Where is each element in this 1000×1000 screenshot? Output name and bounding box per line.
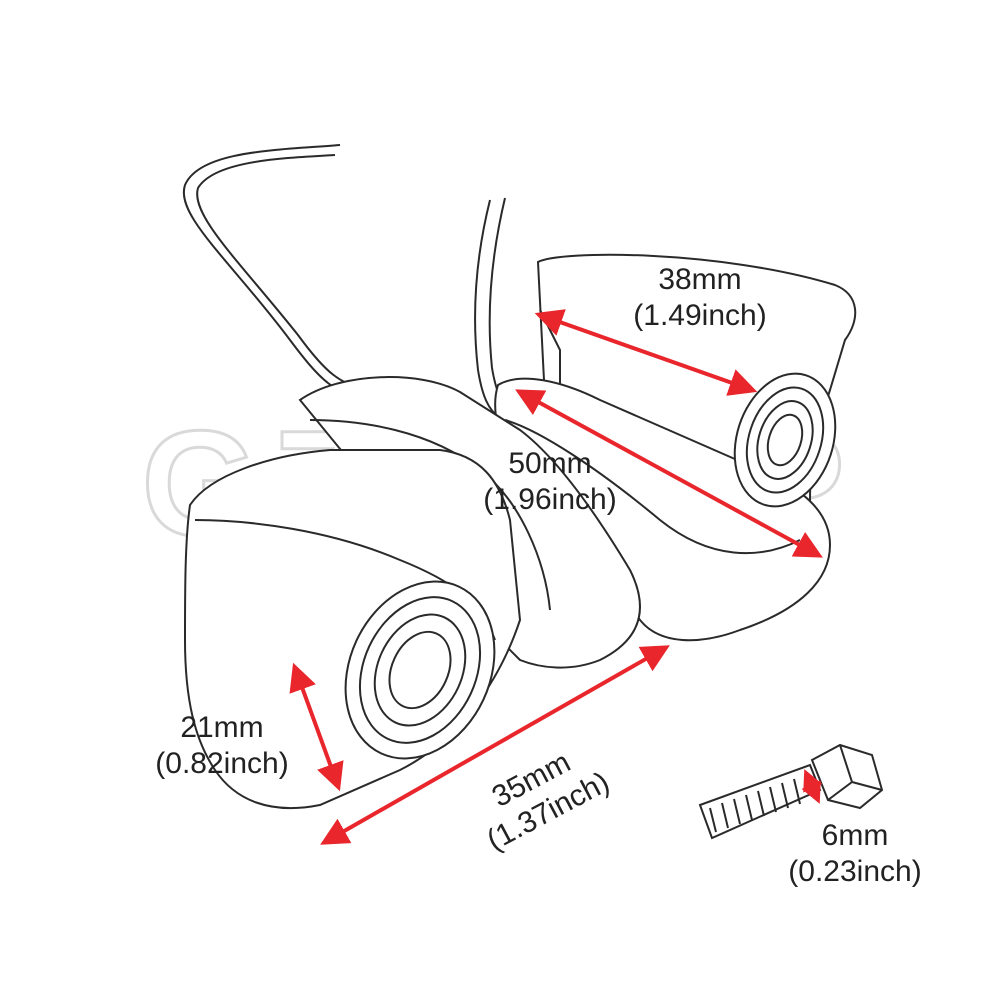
arrow-length <box>320 645 670 845</box>
depth-label: 38mm (1.49inch) <box>600 262 800 334</box>
bolt-inch: (0.23inch) <box>788 855 922 888</box>
dimension-arrows <box>289 309 823 845</box>
depth-inch: (1.49inch) <box>633 299 767 332</box>
wire-cable-icon <box>182 144 513 419</box>
diagonal-inch: (1.96inch) <box>483 483 617 516</box>
diagonal-mm: 50mm <box>508 447 592 480</box>
arrow-bolt <box>801 769 823 804</box>
height-mm: 21mm <box>180 711 264 744</box>
arrow-diagonal <box>515 389 823 558</box>
bolt-label: 6mm (0.23inch) <box>755 818 955 890</box>
arrow-depth <box>534 309 758 396</box>
diagonal-label: 50mm (1.96inch) <box>450 446 650 518</box>
depth-mm: 38mm <box>658 263 742 296</box>
bolt-mm: 6mm <box>821 819 889 852</box>
height-inch: (0.82inch) <box>155 747 289 780</box>
height-label: 21mm (0.82inch) <box>122 710 322 782</box>
